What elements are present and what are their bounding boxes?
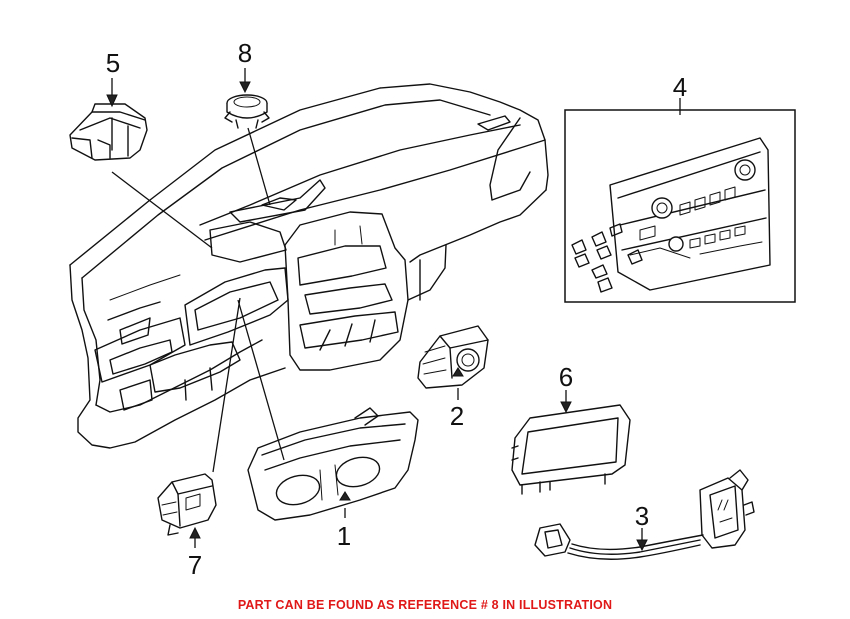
arrow-3-head	[636, 539, 648, 552]
callout-2: 2	[450, 401, 464, 431]
part-5-module	[69, 103, 148, 161]
leader-1	[237, 299, 285, 461]
part-7-switch-unit	[157, 473, 217, 536]
dashboard-panel	[69, 83, 549, 449]
callout-8: 8	[238, 38, 252, 68]
leader-5	[111, 171, 213, 249]
callout-4: 4	[673, 72, 687, 102]
callout-6: 6	[559, 362, 573, 392]
part-6-display	[511, 404, 631, 495]
arrow-8-head	[239, 81, 251, 94]
arrow-5-head	[106, 94, 118, 108]
callout-1: 1	[337, 521, 351, 551]
callout-5: 5	[106, 48, 120, 78]
part-2-switch	[417, 325, 489, 389]
leader-8	[247, 127, 271, 206]
part-4-climate-panel	[564, 109, 796, 303]
part-8-sensor	[224, 94, 270, 129]
arrow-2-head	[452, 367, 464, 377]
arrow-6-head	[560, 401, 572, 414]
callout-3: 3	[635, 501, 649, 531]
arrow-7-head	[189, 526, 201, 539]
callout-7: 7	[188, 550, 202, 580]
arrow-1-head	[339, 491, 351, 501]
part-1-instrument-cluster	[247, 407, 419, 521]
leader-7	[212, 297, 241, 473]
reference-note: PART CAN BE FOUND AS REFERENCE # 8 IN IL…	[237, 598, 613, 612]
